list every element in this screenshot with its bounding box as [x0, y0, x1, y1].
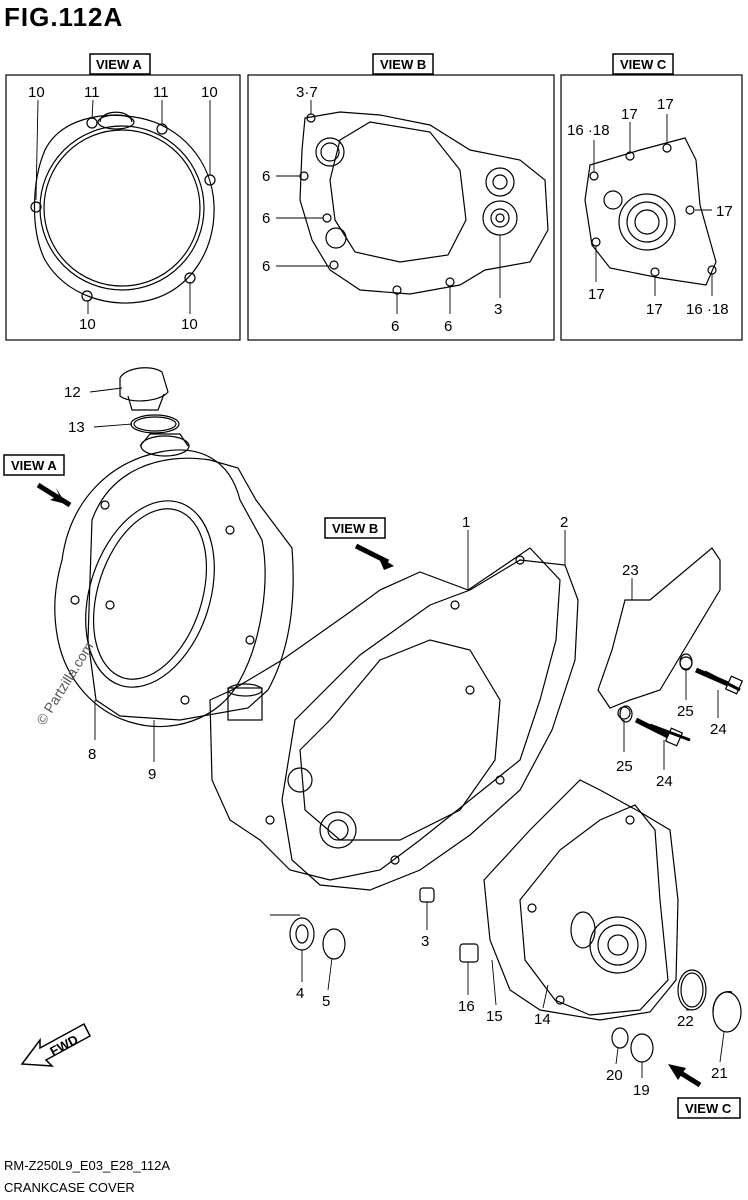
view-a-cover-drawing — [30, 111, 216, 304]
dowel-pin-drawing — [419, 887, 479, 963]
callout-21: 21 — [711, 1065, 728, 1082]
main-view-b-label: VIEW B — [332, 521, 378, 536]
oil-filler-cap-drawing — [119, 367, 180, 434]
callout-16: 16 — [458, 998, 475, 1015]
view-c-arrow-icon — [668, 1064, 702, 1088]
callout-25-a: 25 — [677, 703, 694, 720]
oil-seal-drawing — [289, 917, 346, 960]
view-b-label: VIEW B — [380, 57, 426, 72]
callout-3: 3 — [421, 933, 429, 950]
main-view-a-label: VIEW A — [11, 458, 57, 473]
view-a-tag[interactable] — [89, 53, 151, 75]
callout-view-c-6: 17 — [646, 301, 663, 318]
callout-4: 4 — [296, 985, 304, 1002]
view-a-leaders — [35, 99, 211, 314]
callout-view-c-3: 17 — [657, 96, 674, 113]
callout-5: 5 — [322, 993, 330, 1010]
view-b-leaders — [276, 100, 501, 314]
callout-20: 20 — [606, 1067, 623, 1084]
main-view-c-tag[interactable] — [677, 1097, 741, 1119]
callout-2: 2 — [560, 514, 568, 531]
crankcase-cover-gasket-drawing — [281, 559, 579, 891]
callout-view-a-2: 11 — [84, 84, 100, 101]
callout-view-a-1: 10 — [28, 84, 45, 101]
figure-caption: CRANKCASE COVER — [4, 1180, 135, 1195]
callout-view-b-5: 6 — [391, 318, 399, 335]
view-a-label: VIEW A — [96, 57, 142, 72]
callout-view-c-2: 17 — [621, 106, 638, 123]
callout-view-c-5: 17 — [588, 286, 605, 303]
view-b-tag[interactable] — [372, 53, 434, 75]
callout-view-c-7: 16 ·18 — [686, 301, 729, 318]
callout-view-b-7: 3 — [494, 301, 502, 318]
callout-view-a-6: 10 — [181, 316, 198, 333]
main-leaders — [89, 387, 725, 1078]
callout-13: 13 — [68, 419, 85, 436]
callout-view-a-5: 10 — [79, 316, 96, 333]
view-c-tag[interactable] — [612, 53, 674, 75]
view-c-panel — [560, 74, 743, 341]
fwd-arrow-icon: FWD — [20, 1022, 91, 1067]
callout-24-a: 24 — [710, 721, 727, 738]
main-view-b-tag[interactable] — [324, 517, 386, 539]
view-a-panel — [5, 74, 241, 341]
callout-9: 9 — [148, 766, 156, 783]
figure-title: FIG.112A — [4, 2, 123, 32]
view-c-leaders — [593, 114, 713, 296]
callout-15: 15 — [486, 1008, 503, 1025]
callout-25-b: 25 — [616, 758, 633, 775]
callout-view-b-1: 3·7 — [296, 84, 318, 101]
bolt-drawing — [619, 653, 744, 747]
view-b-panel — [247, 74, 555, 341]
callout-22: 22 — [677, 1013, 694, 1030]
sprocket-guard-drawing — [597, 547, 741, 742]
view-c-label: VIEW C — [620, 57, 667, 72]
callout-23: 23 — [622, 562, 639, 579]
callout-19: 19 — [633, 1082, 650, 1099]
callout-view-b-4: 6 — [262, 258, 270, 275]
main-view-c-label: VIEW C — [685, 1101, 732, 1116]
figure-code: RM-Z250L9_E03_E28_112A — [4, 1158, 170, 1173]
callout-8: 8 — [88, 746, 96, 763]
water-pump-cover-drawing — [519, 804, 669, 1016]
callout-view-b-3: 6 — [262, 210, 270, 227]
callout-12: 12 — [64, 384, 81, 401]
view-a-arrow-icon — [36, 482, 72, 508]
watermark: © Partzilla.com — [33, 639, 97, 727]
callout-view-a-4: 10 — [201, 84, 218, 101]
view-c-cover-drawing — [584, 137, 717, 286]
callout-view-a-3: 11 — [153, 84, 169, 101]
callout-view-b-6: 6 — [444, 318, 452, 335]
callout-view-c-1: 16 ·18 — [567, 122, 610, 139]
view-b-arrow-icon — [354, 543, 394, 570]
view-b-crankcase-drawing — [299, 111, 549, 295]
clutch-cover-gasket-drawing — [87, 457, 294, 721]
fwd-label: FWD — [47, 1032, 80, 1059]
callout-1: 1 — [462, 514, 470, 531]
callout-view-c-4: 17 — [716, 203, 733, 220]
main-view-a-tag[interactable] — [3, 454, 65, 476]
clutch-cover-drawing — [54, 433, 266, 728]
callout-view-b-2: 6 — [262, 168, 270, 185]
water-pump-cover-gasket-drawing — [483, 779, 679, 1021]
callout-14: 14 — [534, 1011, 551, 1028]
crankcase-cover-drawing — [209, 547, 561, 881]
callout-24-b: 24 — [656, 773, 673, 790]
